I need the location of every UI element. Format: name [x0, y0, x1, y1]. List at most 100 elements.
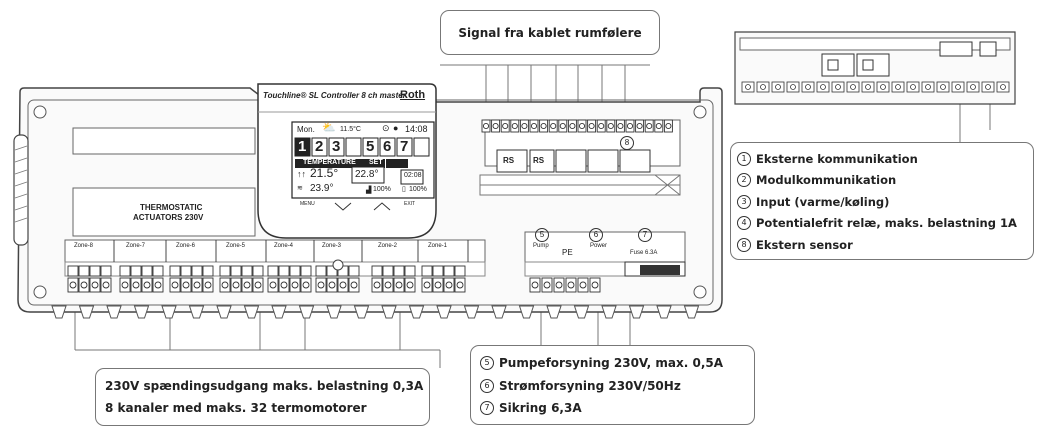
- mounting-clip: [243, 305, 260, 319]
- zone-label-5: Zone-4: [274, 243, 294, 249]
- terminal-screw: [154, 281, 162, 289]
- terminal-screw: [373, 281, 381, 289]
- terminal-screw: [531, 281, 539, 289]
- thermostatic-panel: [72, 187, 256, 237]
- terminal-screw: [910, 84, 916, 90]
- power-label: Power: [590, 243, 608, 249]
- zone-label-1: Zone-8: [74, 243, 94, 249]
- marker-6: 6: [589, 228, 603, 242]
- mounting-clip: [326, 305, 342, 319]
- terminal-screw: [880, 84, 886, 90]
- terminal-letter-cell: [315, 265, 327, 277]
- mounting-clip: [683, 305, 700, 319]
- marker-5: 5: [535, 228, 549, 242]
- terminal-screw: [540, 122, 547, 130]
- mounting-clip: [408, 305, 425, 319]
- mounting-hole: [33, 105, 47, 119]
- terminal-screw: [456, 281, 464, 289]
- terminal-letter-cell: [432, 265, 444, 277]
- menu-button[interactable]: MENU: [300, 201, 315, 207]
- terminal-letter-cell: [267, 265, 279, 277]
- terminal-letter-cell: [130, 265, 142, 277]
- terminal-screw: [291, 281, 299, 289]
- terminal-screw: [970, 84, 976, 90]
- rs-label-2: RS: [533, 156, 545, 165]
- terminal-screw: [665, 122, 672, 130]
- mounting-clip: [463, 305, 480, 319]
- terminal-letter-cell: [289, 265, 301, 277]
- bottom-left-callout: 230V spændingsudgang maks. belastning 0,…: [95, 368, 430, 426]
- terminal-letter-cell: [230, 265, 242, 277]
- terminal-screw: [492, 122, 499, 130]
- terminal-letter-cell: [169, 265, 181, 277]
- chevron-up-icon: [373, 202, 391, 211]
- terminal-screw: [280, 281, 288, 289]
- terminal-screw: [193, 281, 201, 289]
- screen-timer: 02:08: [404, 172, 422, 179]
- mounting-clip: [436, 305, 452, 319]
- terminal-screw: [955, 84, 961, 90]
- terminal-screw: [588, 122, 595, 130]
- zone-label-8: Zone-1: [428, 243, 448, 249]
- terminal-screw: [91, 281, 99, 289]
- terminal-screw: [182, 281, 190, 289]
- terminal-screw: [511, 122, 518, 130]
- mounting-clip: [133, 305, 150, 319]
- item-text: Modulkommunikation: [756, 173, 897, 188]
- terminal-screw: [559, 122, 566, 130]
- terminal-screw: [591, 281, 599, 289]
- terminal-screw: [69, 281, 77, 289]
- terminal-screw: [569, 122, 576, 130]
- zone-label-6: Zone-3: [322, 243, 342, 249]
- zone-label-4: Zone-5: [226, 243, 246, 249]
- exit-button[interactable]: EXIT: [404, 201, 416, 207]
- terminal-screw: [940, 84, 946, 90]
- terminal-screw: [805, 84, 811, 90]
- terminal-screw: [543, 281, 551, 289]
- battery-icon: ▯: [402, 186, 406, 193]
- brand-logo: Roth: [400, 89, 426, 101]
- number-badge: 8: [737, 237, 751, 252]
- terminal-letter-cell: [348, 265, 360, 277]
- mounting-clip: [381, 305, 397, 319]
- terminal-screw: [745, 84, 751, 90]
- terminal-screw: [269, 281, 277, 289]
- zone-digit-box: [345, 137, 362, 157]
- mounting-hole: [693, 105, 707, 119]
- item-text: Strømforsyning 230V/50Hz: [499, 378, 681, 393]
- screen-set-temp: 22.8°: [355, 169, 379, 180]
- signal-icon: ▟: [366, 187, 372, 194]
- terminal-screw: [865, 84, 871, 90]
- terminal-letter-cell: [382, 265, 394, 277]
- clock-icon: ⊙: [382, 123, 390, 133]
- terminal-screw: [302, 281, 310, 289]
- terminal-letter-cell: [421, 265, 433, 277]
- bottom-left-line-1: 230V spændingsudgang maks. belastning 0,…: [105, 379, 424, 393]
- number-badge: 4: [737, 216, 751, 231]
- mounting-clip: [628, 305, 645, 319]
- cloud-sun-icon: ⛅: [322, 122, 336, 134]
- terminal-letter-cell: [191, 265, 203, 277]
- terminal-screw: [339, 281, 347, 289]
- terminal-screw: [850, 84, 856, 90]
- marker-8: 8: [620, 136, 634, 150]
- terminal-screw: [395, 281, 403, 289]
- terminal-screw: [384, 281, 392, 289]
- terminal-screw: [895, 84, 901, 90]
- terminal-screw: [102, 281, 110, 289]
- zone-digit-box: [396, 137, 413, 157]
- screen-time: 14:08: [405, 124, 428, 134]
- terminal-screw: [530, 122, 538, 130]
- terminal-screw: [550, 122, 557, 130]
- device-title: Touchline® SL Controller 8 ch master: [263, 91, 406, 100]
- floor-heat-icon: ≋: [297, 185, 303, 192]
- terminal-screw: [221, 281, 229, 289]
- zone-digit-7: 7: [400, 138, 409, 155]
